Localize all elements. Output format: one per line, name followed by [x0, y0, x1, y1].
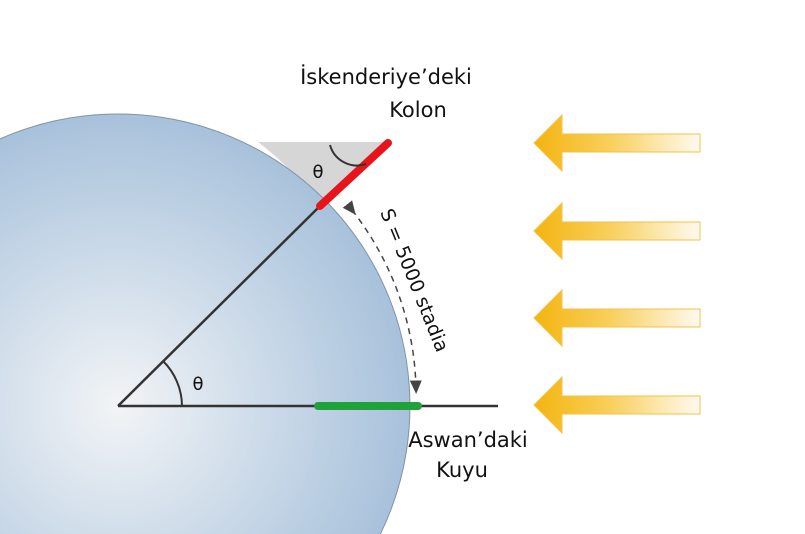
- well-label-line2: Kuyu: [436, 458, 488, 482]
- theta-top-label: θ: [312, 162, 323, 183]
- sun-ray-arrow-2: [533, 201, 701, 261]
- sun-ray-arrow-3: [533, 288, 701, 348]
- distance-arc: [342, 200, 422, 394]
- angle-arc-center: [162, 360, 183, 407]
- angle-arc-top: [329, 144, 367, 167]
- column: [316, 139, 392, 210]
- well-label-line1: Aswan’daki: [408, 428, 528, 452]
- shadow-region: [258, 142, 388, 206]
- column-label-line1: İskenderiye’deki: [300, 64, 472, 89]
- sun-ray-arrow-1: [533, 113, 701, 173]
- sun-ray-arrow-4: [533, 375, 701, 435]
- theta-center-label: θ: [192, 374, 203, 395]
- column-label-line2: Kolon: [389, 98, 447, 122]
- radius-to-column: [117, 205, 321, 407]
